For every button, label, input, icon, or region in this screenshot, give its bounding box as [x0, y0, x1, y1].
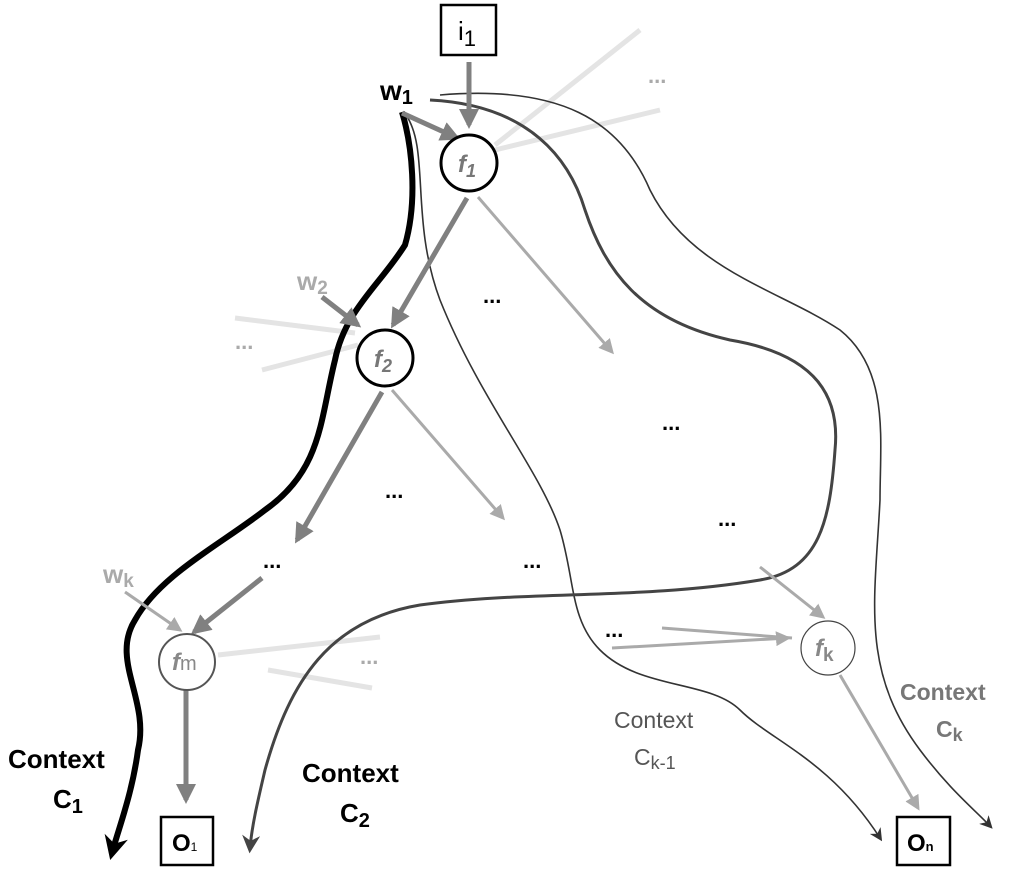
- node-f1: [439, 133, 499, 193]
- edge-wk-to-fm: [124, 590, 183, 632]
- node-fk: [800, 620, 856, 676]
- edge-into-fk-left: [611, 631, 791, 650]
- ellipsis-mid-2: ...: [662, 410, 680, 435]
- f2-label: f2: [374, 346, 392, 376]
- context-c2-symbol: C2: [340, 798, 370, 832]
- context-c2-curve: [242, 98, 838, 854]
- edge-f2-down: [294, 390, 385, 544]
- w2-label: w2: [296, 266, 328, 299]
- light-edges: [124, 196, 920, 811]
- ellipsis-top-right: ...: [648, 63, 666, 88]
- fm-label: fm: [172, 649, 197, 676]
- faint-edges: [217, 28, 661, 691]
- context-c1-curve: [104, 111, 416, 860]
- input-label: i1: [458, 16, 476, 51]
- ellipsis-mid-6: ...: [263, 548, 281, 573]
- context-ck-curve: [439, 92, 993, 829]
- context-ck1-title: Context: [614, 707, 694, 733]
- edge-fk-to-on: [838, 674, 920, 811]
- input-box-i1: [439, 3, 498, 57]
- ellipsis-mid-5: ...: [523, 548, 541, 573]
- edge-into-fk-top: [759, 565, 826, 619]
- o1-label: O1: [172, 830, 198, 857]
- ellipsis-mid-4: ...: [718, 506, 736, 531]
- ellipsis-bottom-left: ...: [360, 644, 378, 669]
- edge-w1-to-f1: [400, 110, 461, 141]
- ellipses: ... ... ... ... ... ... ... ... ... ...: [235, 63, 736, 669]
- node-f2: [355, 328, 415, 388]
- faint-edge: [493, 28, 642, 147]
- node-fm: [158, 633, 216, 691]
- edge-f1-to-f2: [390, 196, 470, 329]
- ellipsis-mid-3: ...: [385, 478, 403, 503]
- on-label: On: [907, 830, 934, 857]
- ellipsis-mid-7: ...: [605, 617, 623, 642]
- fk-label: fk: [815, 635, 834, 666]
- output-box-o1: [159, 815, 215, 867]
- f1-label: f1: [458, 151, 476, 181]
- ellipsis-left-f2: ...: [235, 329, 253, 354]
- context-c1-symbol: C1: [53, 784, 83, 818]
- faint-edge: [217, 634, 381, 658]
- faint-edge: [261, 342, 359, 373]
- edge-f1-out: [476, 196, 614, 355]
- context-ck1-symbol: Ck-1: [634, 744, 676, 773]
- context-curves: [104, 92, 993, 860]
- context-c2-title: Context: [302, 758, 399, 788]
- output-box-on: [895, 815, 952, 867]
- edge-dots-to-fm: [190, 576, 264, 635]
- faint-edge: [234, 315, 356, 336]
- ellipsis-mid-1: ...: [483, 283, 501, 308]
- context-ck-symbol: Ck: [936, 716, 964, 745]
- w1-label: w1: [379, 75, 413, 109]
- edge-into-fk-left-2: [661, 626, 793, 640]
- context-c1-title: Context: [8, 744, 105, 774]
- edge-f2-out: [390, 389, 505, 521]
- mid-edges: [176, 62, 479, 804]
- function-nodes: [158, 133, 856, 691]
- faint-edge: [494, 107, 661, 153]
- wk-label: wk: [102, 559, 134, 592]
- io-boxes: [159, 3, 952, 867]
- edge-w2-to-f2: [320, 295, 362, 328]
- context-ck-title: Context: [900, 679, 986, 705]
- faint-edge: [267, 667, 373, 691]
